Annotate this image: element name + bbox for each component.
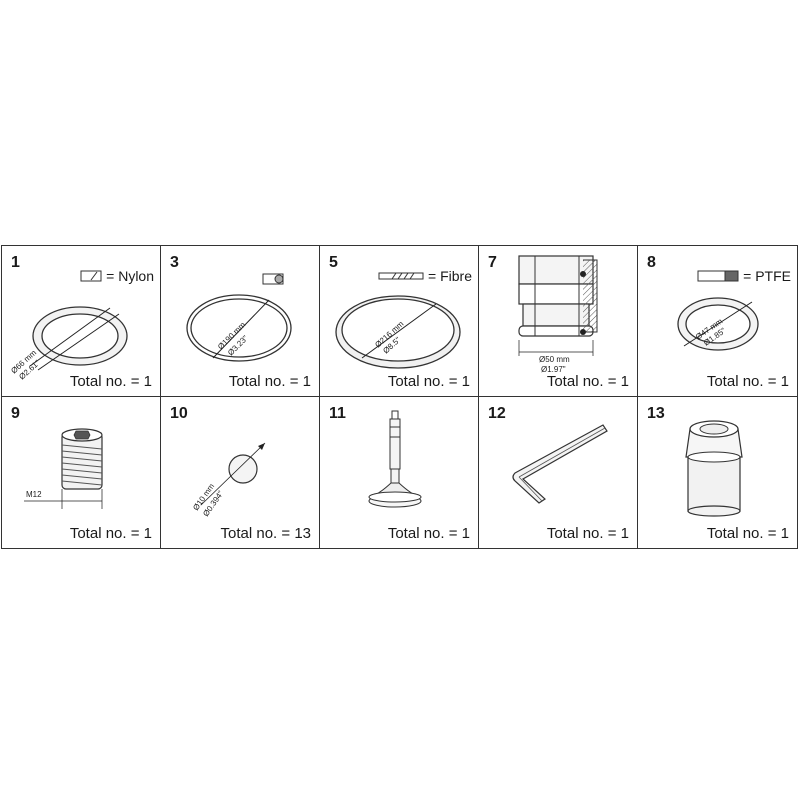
part-number: 1 (11, 254, 20, 271)
part-cell-5: 5 = Fibre Ø216 mm Ø8.5" Total no. = 1 (320, 246, 479, 397)
part-cell-1: 1 = Nylon Ø66 mm Ø2.61" Total no. = 1 (2, 246, 161, 397)
material-label: = PTFE (743, 268, 791, 284)
part-number: 5 (329, 254, 338, 271)
part-number: 12 (488, 405, 506, 422)
part-cell-13: 13 Total no. = 1 (638, 397, 797, 548)
total-count: Total no. = 1 (387, 373, 470, 390)
part-cell-7: 7 Ø50 mm Ø1.97" Total no. = 1 (479, 246, 638, 397)
dim-mm: Ø50 mm (539, 355, 570, 364)
part-cell-11: 11 Total no. = 1 (320, 397, 479, 548)
ptfe-hatch-icon (697, 270, 739, 282)
dim-inch: Ø1.97" (541, 365, 566, 374)
set-screw-drawing: M12 (24, 428, 103, 509)
part-number: 11 (329, 405, 346, 422)
part-cell-8: 8 = PTFE Ø47 mm Ø1.85" Total no. = 1 (638, 246, 797, 397)
part-number: 10 (170, 405, 188, 422)
part-cell-10: 10 Ø10 mm Ø0.394" Total no. = 13 (161, 397, 320, 548)
material-legend: = Fibre (378, 268, 472, 284)
material-legend: = PTFE (697, 268, 791, 284)
seat-assembly-drawing: Ø50 mm Ø1.97" (518, 255, 598, 374)
material-label: = Fibre (428, 268, 472, 284)
total-count: Total no. = 1 (69, 525, 152, 542)
ball-drawing: Ø10 mm Ø0.394" (191, 442, 266, 518)
nylon-ring-drawing: Ø66 mm Ø2.61" (9, 306, 128, 381)
parts-table: 1 = Nylon Ø66 mm Ø2.61" Total no. = 1 3 (1, 245, 798, 549)
valve-stem-drawing (368, 410, 422, 508)
ptfe-ring-drawing: Ø47 mm Ø1.85" (677, 297, 759, 351)
part-cell-12: 12 Total no. = 1 (479, 397, 638, 548)
total-count: Total no. = 1 (546, 373, 629, 390)
total-count: Total no. = 1 (706, 373, 789, 390)
o-ring-section-icon (274, 274, 284, 284)
part-cell-3: 3 Ø190 mm Ø3.23" Total no. = 1 (161, 246, 320, 397)
material-legend: = Nylon (80, 268, 154, 284)
part-cell-9: 9 M12 Total no. = 1 (2, 397, 161, 548)
part-number: 7 (488, 254, 497, 271)
dim-thread: M12 (26, 490, 42, 499)
total-count: Total no. = 1 (546, 525, 629, 542)
nylon-hatch-icon (80, 270, 102, 282)
part-number: 13 (647, 405, 665, 422)
part-number: 9 (11, 405, 20, 422)
total-count: Total no. = 1 (228, 373, 311, 390)
total-count: Total no. = 1 (69, 373, 152, 390)
total-count: Total no. = 1 (706, 525, 789, 542)
material-label: = Nylon (106, 268, 154, 284)
fibre-hatch-icon (378, 272, 424, 280)
part-number: 3 (170, 254, 179, 271)
part-number: 8 (647, 254, 656, 271)
socket-drawing (685, 420, 743, 517)
fibre-gasket-drawing: Ø216 mm Ø8.5" (335, 295, 461, 369)
total-count: Total no. = 1 (387, 525, 470, 542)
o-ring-drawing: Ø190 mm Ø3.23" (186, 273, 292, 362)
hex-key-drawing (512, 424, 608, 504)
total-count: Total no. = 13 (220, 525, 311, 542)
